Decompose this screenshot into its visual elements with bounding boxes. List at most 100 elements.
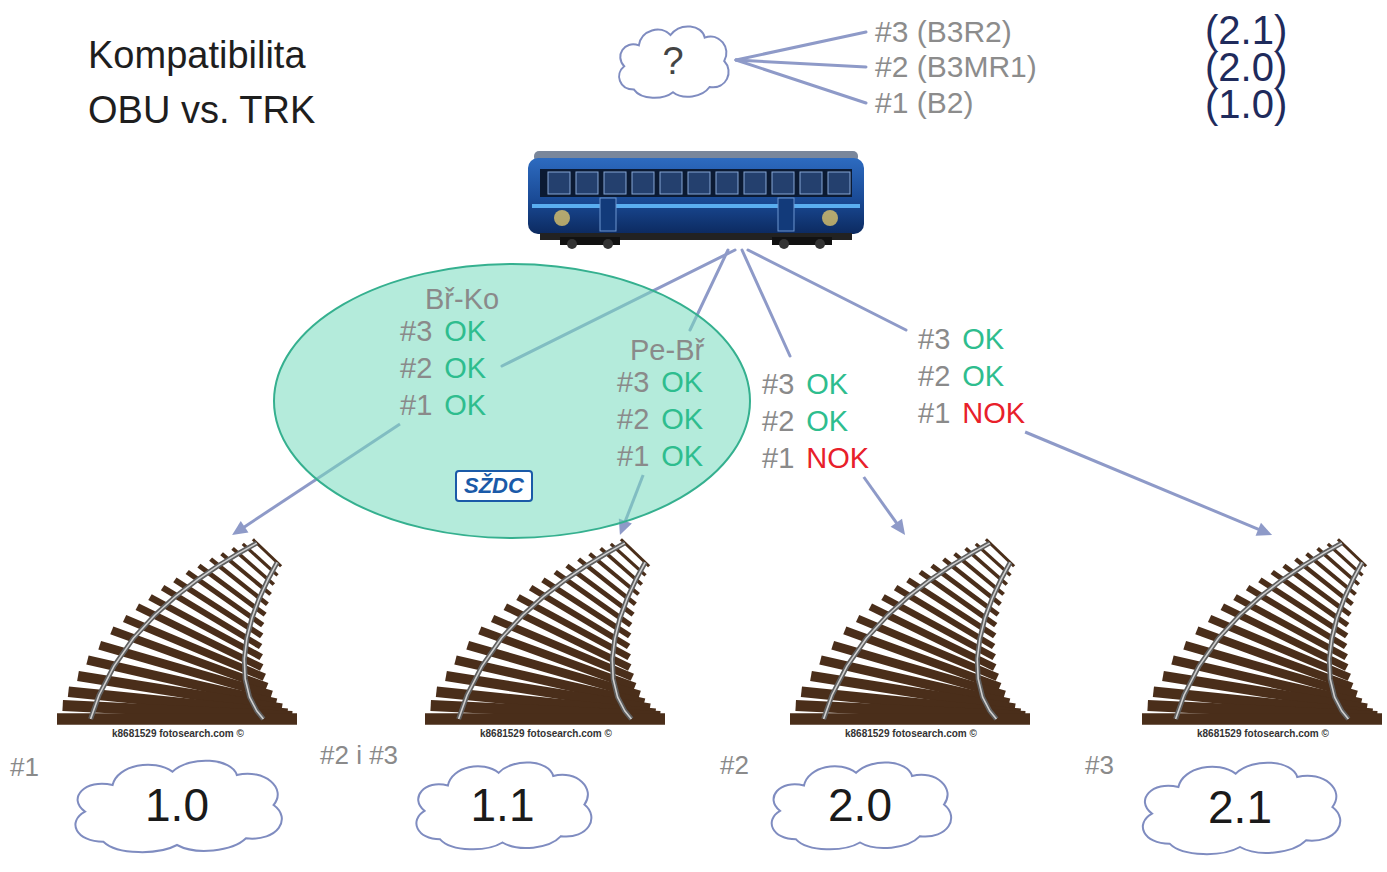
section-group: Bř-Ko#3OK#2OK#1OK (400, 285, 499, 424)
track-number: #1 (762, 442, 794, 474)
version-number: 1.0 (145, 778, 209, 832)
status-flag: OK (962, 323, 1004, 355)
window (716, 172, 738, 194)
diagram-title: Kompatibilita OBU vs. TRK (88, 28, 388, 138)
track-number: #3 (617, 366, 649, 398)
train-picture (528, 151, 864, 249)
wheel (603, 239, 613, 249)
status-flag: NOK (962, 397, 1025, 429)
train-stripe (532, 204, 860, 208)
status-flag: OK (806, 368, 848, 400)
status-row: #2 OK (617, 401, 704, 438)
ellipse-shape (274, 264, 750, 538)
track-picture (57, 539, 297, 719)
leader-line (742, 250, 790, 356)
track-picture (425, 539, 665, 719)
status-flag: OK (661, 440, 703, 472)
version-cloud: 2.0 (760, 757, 960, 852)
version-node: #1 1.0 (8, 535, 308, 858)
logo-text: SŽDC (464, 473, 524, 498)
leader-line (736, 60, 866, 103)
version-number: 2.1 (1208, 780, 1272, 834)
track-heading: #2 i #3 (320, 740, 398, 770)
track-number: #3 (762, 368, 794, 400)
status-flag: OK (661, 403, 703, 435)
cloud-shape (1143, 763, 1340, 854)
version-cloud: 1.1 (405, 757, 600, 852)
section-group: Pe-Bř#3OK#2OK#1OK (617, 336, 704, 475)
leader-line (736, 32, 866, 60)
track-picture (1142, 539, 1382, 719)
windows (548, 172, 850, 194)
track-number: #2 (617, 403, 649, 435)
group-heading: Bř-Ko (400, 285, 499, 313)
status-flag: OK (444, 352, 486, 384)
arrow-head (891, 519, 905, 535)
question-cloud: ? (612, 22, 734, 100)
version-label: #3 (B3R2) (875, 15, 1012, 49)
status-row: #1NOK (762, 440, 869, 477)
cloud-shape (416, 762, 591, 849)
window-band (540, 169, 852, 197)
status-row: #1 NOK (918, 395, 1025, 432)
track-picture (790, 539, 1030, 719)
train-decor (554, 210, 570, 226)
window (576, 172, 598, 194)
status-flag: OK (444, 389, 486, 421)
version-cloud: 2.1 (1130, 757, 1350, 857)
status-flag: OK (962, 360, 1004, 392)
watermark: k8681529 fotosearch.com © (1197, 728, 1329, 740)
watermark: k8681529 fotosearch.com © (112, 728, 244, 740)
status-row: #3 OK (400, 313, 499, 350)
status-row: #3 OK (918, 321, 1025, 358)
version-cloud: 1.0 (62, 755, 292, 855)
track-heading: #3 (1085, 750, 1114, 780)
track-number: #1 (617, 440, 649, 472)
section-group: #3OK#2OK#1NOK (918, 321, 1025, 432)
version-node: #3 2.1 (1078, 535, 1378, 858)
status-row: #2 OK (400, 350, 499, 387)
window (744, 172, 766, 194)
train-decor (822, 210, 838, 226)
leader-line (748, 250, 906, 330)
window (828, 172, 850, 194)
group-heading: Pe-Bř (617, 336, 704, 364)
watermark: k8681529 fotosearch.com © (845, 728, 977, 740)
version-number: 2.0 (828, 778, 892, 832)
track-number: #2 (762, 405, 794, 437)
status-row: #1 OK (400, 387, 499, 424)
arrow-head (232, 521, 248, 535)
connector-arrow (864, 477, 905, 535)
window (632, 172, 654, 194)
version-number: 1.1 (471, 778, 535, 832)
status-row: #3 OK (762, 366, 869, 403)
track-heading: #1 (10, 752, 39, 782)
track-number: #3 (918, 323, 950, 355)
track-number: #3 (400, 315, 432, 347)
status-row: #3 OK (617, 364, 704, 401)
train-door (778, 198, 794, 231)
track-number: #1 (918, 397, 950, 429)
version-label: #1 (B2) (875, 86, 973, 120)
window (604, 172, 626, 194)
cloud-shape (772, 762, 951, 849)
connector-arrow (1025, 432, 1272, 536)
status-row: #2OK (918, 358, 1025, 395)
track-number: #1 (400, 389, 432, 421)
track-number: #2 (400, 352, 432, 384)
status-flag: OK (806, 405, 848, 437)
window (548, 172, 570, 194)
cloud-text: ? (662, 40, 683, 83)
status-flag: OK (444, 315, 486, 347)
section-group: #3OK#2OK#1NOK (762, 366, 869, 477)
arrow-head (1256, 523, 1273, 536)
window (660, 172, 682, 194)
version-label: #2 (B3MR1) (875, 50, 1037, 84)
connector-line (864, 477, 898, 525)
status-row: #2 OK (762, 403, 869, 440)
window (800, 172, 822, 194)
cloud-shape (619, 26, 728, 97)
track-heading: #2 (720, 750, 749, 780)
wheel (779, 239, 789, 249)
status-flag: OK (661, 366, 703, 398)
